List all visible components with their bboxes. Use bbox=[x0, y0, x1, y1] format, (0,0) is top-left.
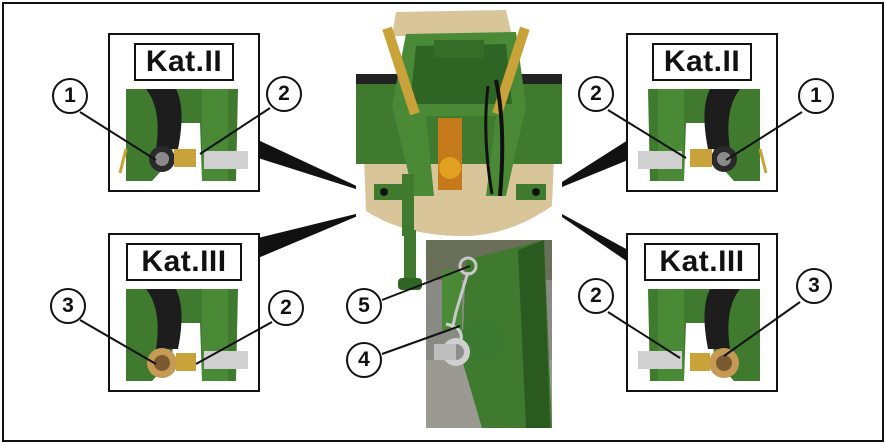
callout-4: 4 bbox=[346, 342, 382, 378]
pin-detail-photo bbox=[426, 240, 552, 428]
connector-upper-left bbox=[258, 140, 378, 196]
parking-stand-foot bbox=[398, 230, 422, 290]
connector-lower-right bbox=[540, 202, 628, 262]
detail-panel-kat3-left: Kat.III bbox=[108, 233, 260, 392]
detail-panel-kat2-left: Kat.II bbox=[108, 33, 260, 192]
callout-3-left-bottom: 3 bbox=[50, 288, 86, 324]
detail-panel-kat3-right: Kat.III bbox=[626, 233, 778, 392]
callout-2-right-top: 2 bbox=[578, 76, 614, 112]
lower-link-photo-kat3-right bbox=[638, 289, 770, 381]
connector-lower-left bbox=[258, 210, 372, 258]
category-label: Kat.II bbox=[652, 43, 752, 81]
category-label: Kat.II bbox=[134, 43, 234, 81]
callout-3-right-bottom: 3 bbox=[796, 268, 832, 304]
category-label: Kat.III bbox=[644, 243, 760, 281]
callout-1-right-top: 1 bbox=[798, 78, 834, 114]
callout-2-left-top: 2 bbox=[266, 76, 302, 112]
mower-rear-view-photo bbox=[356, 6, 562, 236]
lower-link-photo-kat3-left bbox=[116, 289, 248, 381]
category-label: Kat.III bbox=[126, 243, 242, 281]
connector-upper-right bbox=[540, 140, 628, 196]
lower-link-photo-kat2-right bbox=[638, 89, 770, 181]
callout-1-left-top: 1 bbox=[52, 78, 88, 114]
detail-panel-kat2-right: Kat.II bbox=[626, 33, 778, 192]
lower-link-photo-kat2-left bbox=[116, 89, 248, 181]
callout-2-right-bottom: 2 bbox=[578, 278, 614, 314]
callout-2-left-bottom: 2 bbox=[268, 290, 304, 326]
callout-5: 5 bbox=[346, 288, 382, 324]
